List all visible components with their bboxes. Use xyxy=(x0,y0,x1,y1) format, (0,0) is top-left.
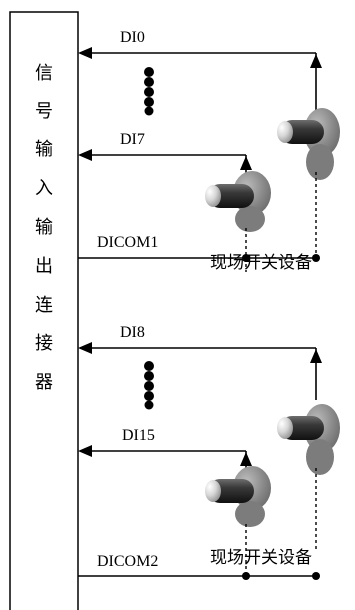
switch-icon xyxy=(205,466,271,527)
connector-label-char: 输 xyxy=(35,139,53,160)
group-1: DI0 DI7 xyxy=(78,29,340,273)
group-2: DI8 DI15 xyxy=(78,324,340,580)
label-di15: DI15 xyxy=(122,427,155,444)
arrow-left-icon xyxy=(78,445,92,457)
label-dicom2: DICOM2 xyxy=(97,553,158,570)
wire-di15 xyxy=(78,445,252,474)
wire-di7 xyxy=(78,149,252,182)
arrow-left-icon xyxy=(78,342,92,354)
label-dicom1: DICOM1 xyxy=(97,234,158,251)
connector-label-char: 器 xyxy=(35,372,53,393)
switch-icon xyxy=(277,404,340,475)
arrow-up-icon xyxy=(310,349,322,363)
arrow-left-icon xyxy=(78,47,92,59)
wire-di8 xyxy=(78,342,322,400)
label-di7: DI7 xyxy=(120,131,145,148)
wire-di0 xyxy=(78,47,322,112)
connector-label-char: 入 xyxy=(35,178,53,199)
junction-dot xyxy=(242,254,250,262)
label-di0: DI0 xyxy=(120,29,145,46)
connector-label: 信 号 输 入 输 出 连 接 器 xyxy=(35,63,53,393)
connector-label-char: 信 xyxy=(35,63,53,84)
connector-label-char: 号 xyxy=(35,101,53,122)
junction-dot xyxy=(312,572,320,580)
switch-icon xyxy=(277,108,340,180)
label-device-2: 现场开关设备 xyxy=(210,548,312,568)
arrow-up-icon xyxy=(240,452,252,466)
label-device-1: 现场开关设备 xyxy=(210,253,312,273)
arrow-left-icon xyxy=(78,149,92,161)
ellipsis-dots xyxy=(144,67,154,116)
junction-dot xyxy=(242,572,250,580)
connector-label-char: 出 xyxy=(35,256,53,277)
connector-label-char: 输 xyxy=(35,217,53,238)
switch-icon xyxy=(205,171,271,232)
arrow-up-icon xyxy=(240,156,252,170)
junction-dot xyxy=(312,254,320,262)
connector-label-char: 连 xyxy=(35,295,53,316)
ellipsis-dots xyxy=(144,361,154,410)
label-di8: DI8 xyxy=(120,324,145,341)
connector-block xyxy=(9,11,79,610)
connector-label-char: 接 xyxy=(35,333,53,354)
arrow-up-icon xyxy=(310,54,322,68)
